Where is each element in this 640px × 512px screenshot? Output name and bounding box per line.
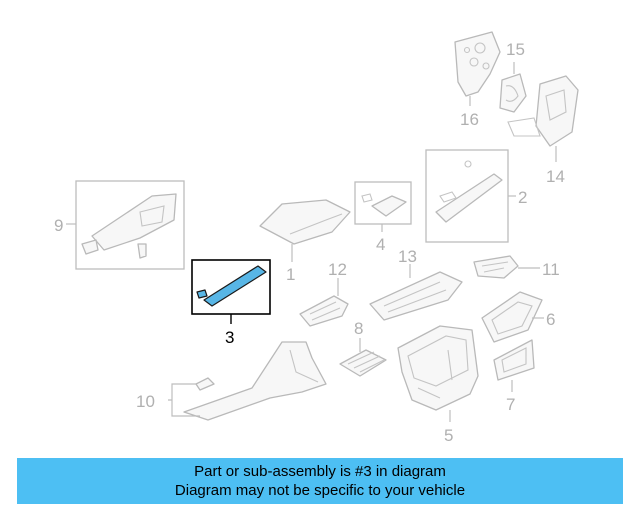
part-1-panel [259, 199, 351, 245]
callout-5: 5 [444, 426, 453, 445]
callout-11: 11 [542, 260, 560, 279]
callout-2: 2 [518, 188, 527, 207]
part-3-garnish [196, 265, 267, 307]
banner-line-1: Part or sub-assembly is #3 in diagram [194, 463, 446, 480]
part-9-panel [81, 193, 177, 259]
callout-6: 6 [546, 310, 555, 329]
callout-12: 12 [328, 260, 347, 279]
callout-14: 14 [546, 167, 565, 186]
callout-3: 3 [225, 328, 234, 347]
callout-13: 13 [398, 247, 417, 266]
parts-diagram: 16 15 14 2 4 1 9 [54, 31, 579, 445]
callout-16: 16 [460, 110, 479, 129]
callout-15: 15 [506, 40, 525, 59]
part-14-panel [507, 75, 579, 147]
part-5-console [397, 325, 479, 411]
callout-4: 4 [376, 235, 385, 254]
part-6-frame [481, 291, 543, 343]
callout-7: 7 [506, 395, 515, 414]
part-15-bracket [499, 73, 527, 113]
callout-1: 1 [286, 265, 295, 284]
part-10-leader [168, 383, 200, 417]
part-7-panel [493, 339, 535, 381]
part-10-trim [183, 341, 327, 421]
callout-8: 8 [354, 319, 363, 338]
callout-9: 9 [54, 216, 63, 235]
callout-10: 10 [136, 392, 155, 411]
part-4-box [354, 181, 412, 225]
part-8-mat [339, 349, 387, 377]
part-12-vent [299, 295, 349, 327]
part-9-box [75, 180, 185, 270]
part-16-panel [454, 31, 501, 97]
info-banner: Part or sub-assembly is #3 in diagram Di… [17, 458, 623, 504]
banner-line-2: Diagram may not be specific to your vehi… [174, 482, 466, 499]
part-11-vent [473, 255, 519, 279]
part-4-trim [361, 193, 407, 217]
part-2-panel [435, 160, 503, 223]
part-13-vent [369, 271, 463, 321]
